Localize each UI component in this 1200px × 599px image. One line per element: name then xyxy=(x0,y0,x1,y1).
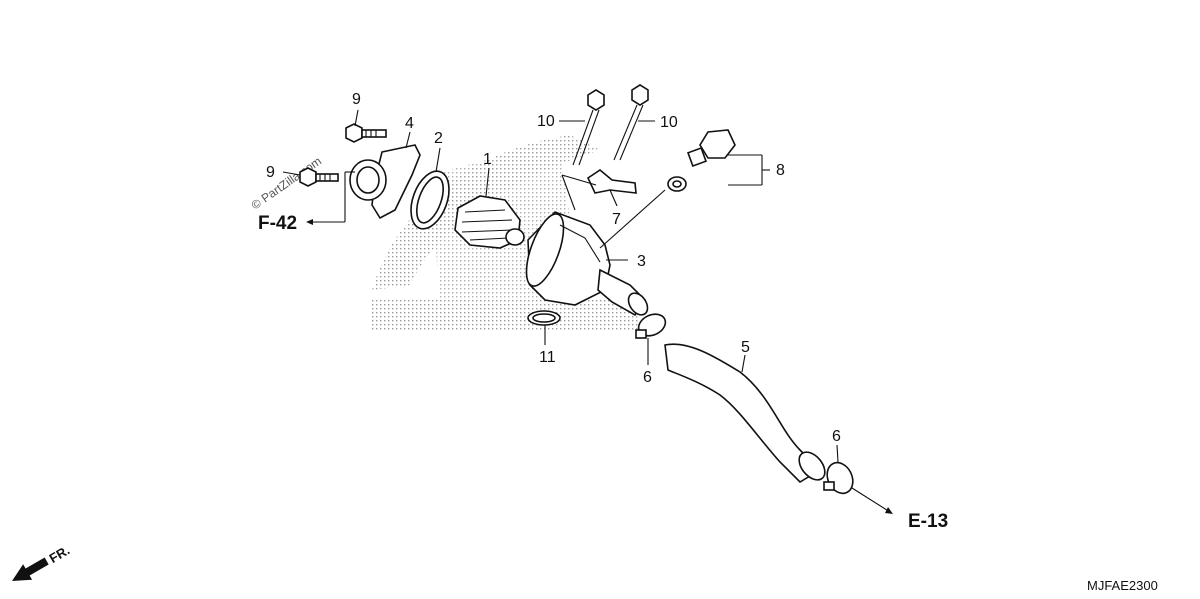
ref-e13-arrow xyxy=(851,487,893,514)
front-direction-arrow: FR. xyxy=(12,542,73,581)
callout-5: 5 xyxy=(741,339,750,356)
front-direction-label: FR. xyxy=(47,542,73,565)
flange-bolt-upper[interactable] xyxy=(345,123,387,143)
water-hose[interactable] xyxy=(664,343,830,484)
o-ring-small[interactable] xyxy=(527,310,561,326)
bracket[interactable] xyxy=(586,169,637,194)
callout-10-left: 10 xyxy=(537,113,555,130)
callout-9-upper: 9 xyxy=(352,91,361,108)
thermostat-housing[interactable] xyxy=(519,210,652,319)
callout-2: 2 xyxy=(434,130,443,147)
callout-4: 4 xyxy=(405,115,414,132)
long-bolt-left[interactable] xyxy=(572,89,605,166)
callout-6-upper: 6 xyxy=(643,369,652,386)
ref-f42-group xyxy=(306,171,355,225)
callout-6-lower: 6 xyxy=(832,428,841,445)
thermostat[interactable] xyxy=(454,195,525,249)
ref-f42[interactable]: F-42 xyxy=(258,213,297,234)
diagram-code: MJFAE2300 xyxy=(1087,578,1158,593)
callout-1: 1 xyxy=(483,151,492,168)
hose-clamp-upper[interactable] xyxy=(635,310,669,340)
temperature-sensor[interactable] xyxy=(687,129,736,167)
thermostat-cover[interactable] xyxy=(349,144,421,220)
callout-8: 8 xyxy=(776,162,785,179)
callout-10-right: 10 xyxy=(660,114,678,131)
hose-clamp-lower[interactable] xyxy=(822,458,857,497)
callout-9-lower: 9 xyxy=(266,164,275,181)
flange-bolt-lower[interactable] xyxy=(299,167,339,187)
callout-11: 11 xyxy=(539,349,556,366)
callout-3: 3 xyxy=(637,253,646,270)
leader-lines xyxy=(282,109,839,463)
ref-e13[interactable]: E-13 xyxy=(908,511,948,532)
sealing-washer[interactable] xyxy=(667,176,687,192)
o-ring-gasket[interactable] xyxy=(404,166,456,234)
long-bolt-right[interactable] xyxy=(613,84,649,161)
callout-7: 7 xyxy=(612,211,621,228)
